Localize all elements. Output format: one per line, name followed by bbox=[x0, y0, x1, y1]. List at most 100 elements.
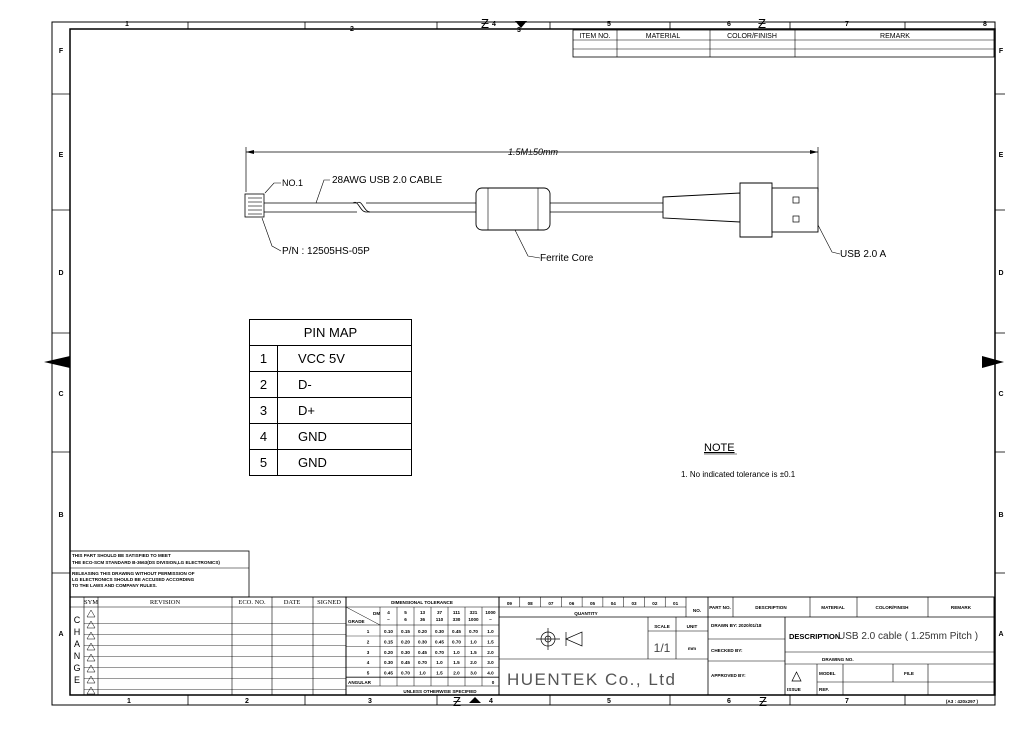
projection-symbol-icon bbox=[536, 628, 583, 650]
change-letter: G bbox=[73, 663, 80, 673]
rev-mark: Ƶ bbox=[758, 16, 766, 31]
tolerance-cell: 1.0 bbox=[436, 660, 443, 665]
drawing-no-label: DRAWING NO. bbox=[822, 657, 854, 662]
compliance-line: RELEASING THIS DRAWING WITHOUT PERMISSIO… bbox=[72, 571, 195, 576]
tolerance-col-from: 321 bbox=[470, 610, 478, 615]
ref-label: REF. bbox=[819, 687, 829, 692]
col-label-top: 8 bbox=[983, 21, 987, 28]
housing-connector bbox=[244, 193, 265, 218]
tolerance-cell: 0.45 bbox=[452, 629, 461, 634]
revision-triangle-icon bbox=[86, 686, 96, 695]
compliance-line: TO THE LAWS AND COMPANY RULES. bbox=[72, 583, 157, 588]
unit-value: mm bbox=[688, 646, 696, 651]
part-number-label: P/N : 12505HS-05P bbox=[282, 246, 370, 257]
tolerance-cell: 0.20 bbox=[401, 639, 410, 644]
cable-drawing: 1.5M±50mm NO.1 28AWG USB bbox=[244, 147, 886, 264]
row-label: F bbox=[59, 48, 64, 55]
issue-triangle-icon bbox=[791, 671, 802, 682]
quantity-column: 06 bbox=[569, 601, 575, 606]
quantity-column: 09 bbox=[507, 601, 513, 606]
rev-mark: Ƶ bbox=[759, 694, 767, 709]
pin-signal: VCC 5V bbox=[277, 345, 412, 372]
usb-label: USB 2.0 A bbox=[840, 249, 886, 260]
tolerance-cell: 2.0 bbox=[453, 671, 460, 676]
tolerance-unless: UNLESS OTHERWISE SPECIFIED bbox=[403, 689, 477, 694]
tolerance-cell: 5 bbox=[367, 671, 370, 676]
item-table-header: REMARK bbox=[880, 33, 910, 40]
outer-border bbox=[51, 21, 996, 706]
tolerance-col-from: 111 bbox=[453, 610, 461, 615]
col-label-bottom: 6 bbox=[727, 698, 731, 705]
rev-mark: Ƶ bbox=[453, 694, 461, 709]
quantity-column: 08 bbox=[528, 601, 534, 606]
compliance-line: THIS PART SHOULD BE SATISFIED TO MEET bbox=[72, 553, 171, 558]
tolerance-cell: 0.70 bbox=[435, 650, 444, 655]
revision-header: SYM bbox=[84, 599, 98, 606]
column-labels: 1 2 4 3 5 6 7 8 1 2 3 4 5 6 7 bbox=[125, 21, 987, 705]
note-line: 1. No indicated tolerance is ±0.1 bbox=[681, 470, 796, 479]
col-label-bottom: 7 bbox=[845, 698, 849, 705]
description-label: DESCRIPTION bbox=[789, 632, 840, 641]
tolerance-cell: 0.30 bbox=[418, 639, 427, 644]
sheet-size: (A3 : 420x297 ) bbox=[946, 699, 979, 704]
item-table-header: COLOR/FINISH bbox=[727, 33, 777, 40]
pin-signal: D+ bbox=[277, 397, 412, 424]
strain-relief bbox=[662, 192, 741, 223]
usb-a-plug bbox=[771, 187, 819, 233]
cable-label: 28AWG USB 2.0 CABLE bbox=[332, 175, 443, 186]
row-label: E bbox=[59, 152, 64, 159]
center-arrow-bottom bbox=[469, 697, 481, 703]
row-label: E bbox=[999, 152, 1004, 159]
tolerance-cell: 0.20 bbox=[384, 650, 393, 655]
tolerance-cell: 1.5 bbox=[453, 660, 460, 665]
title-part-no: PART NO. bbox=[709, 605, 731, 610]
no1-label: NO.1 bbox=[282, 178, 303, 188]
tolerance-col-from: 5 bbox=[404, 610, 407, 615]
tolerance-cell: 0.70 bbox=[452, 639, 461, 644]
usb-plug-body bbox=[739, 182, 773, 238]
change-letter: E bbox=[74, 675, 80, 685]
tolerance-angular-value: 0 bbox=[492, 680, 495, 685]
scale-value: 1/1 bbox=[654, 641, 671, 655]
tolerance-cell: 0.15 bbox=[401, 629, 410, 634]
file-label: FILE bbox=[904, 671, 914, 676]
length-dimension-label: 1.5M±50mm bbox=[508, 147, 558, 157]
tolerance-cell: 0.10 bbox=[384, 629, 393, 634]
revision-marks: Ƶ Ƶ Ƶ Ƶ bbox=[453, 16, 767, 709]
drawn-by: DRAWN BY: 2020/01/18 bbox=[711, 623, 762, 628]
row-label: B bbox=[998, 512, 1003, 519]
pin-number: 2 bbox=[249, 371, 278, 398]
issue-label: ISSUE bbox=[787, 687, 801, 692]
row-label: A bbox=[998, 631, 1003, 638]
quantity-column: 05 bbox=[590, 601, 596, 606]
change-letter: C bbox=[74, 615, 81, 625]
scale-label: SCALE bbox=[654, 624, 670, 629]
tolerance-cell: 2.0 bbox=[470, 660, 477, 665]
revision-triangle-icon bbox=[86, 675, 96, 684]
revision-triangle-icon bbox=[86, 653, 96, 662]
quantity-label: QUANTITY bbox=[574, 611, 597, 616]
revision-header: DATE bbox=[284, 599, 301, 606]
center-arrow-left bbox=[44, 356, 70, 368]
col-label-bottom: 4 bbox=[489, 698, 493, 705]
revision-header: REVISION bbox=[150, 599, 181, 606]
ferrite-label: Ferrite Core bbox=[540, 253, 594, 264]
note-title: NOTE bbox=[704, 442, 735, 454]
pin-map-title: PIN MAP bbox=[249, 319, 412, 346]
revision-header: ECO. NO. bbox=[238, 599, 266, 606]
tolerance-cell: 1.5 bbox=[436, 671, 443, 676]
item-table: ITEM NO. MATERIAL COLOR/FINISH REMARK bbox=[572, 29, 995, 58]
compliance-box: THIS PART SHOULD BE SATISFIED TO MEET TH… bbox=[69, 550, 250, 598]
pin-number: 5 bbox=[249, 449, 278, 476]
col-label-top: 5 bbox=[607, 21, 611, 28]
quantity-column: 04 bbox=[611, 601, 617, 606]
col-label-bottom: 5 bbox=[607, 698, 611, 705]
tolerance-cell: 4 bbox=[367, 660, 370, 665]
row-label: D bbox=[58, 270, 63, 277]
tolerance-title: DIMENSIONAL TOLERANCE bbox=[391, 600, 453, 605]
tolerance-cell: 0.20 bbox=[418, 629, 427, 634]
tolerance-cell: 1.0 bbox=[453, 650, 460, 655]
